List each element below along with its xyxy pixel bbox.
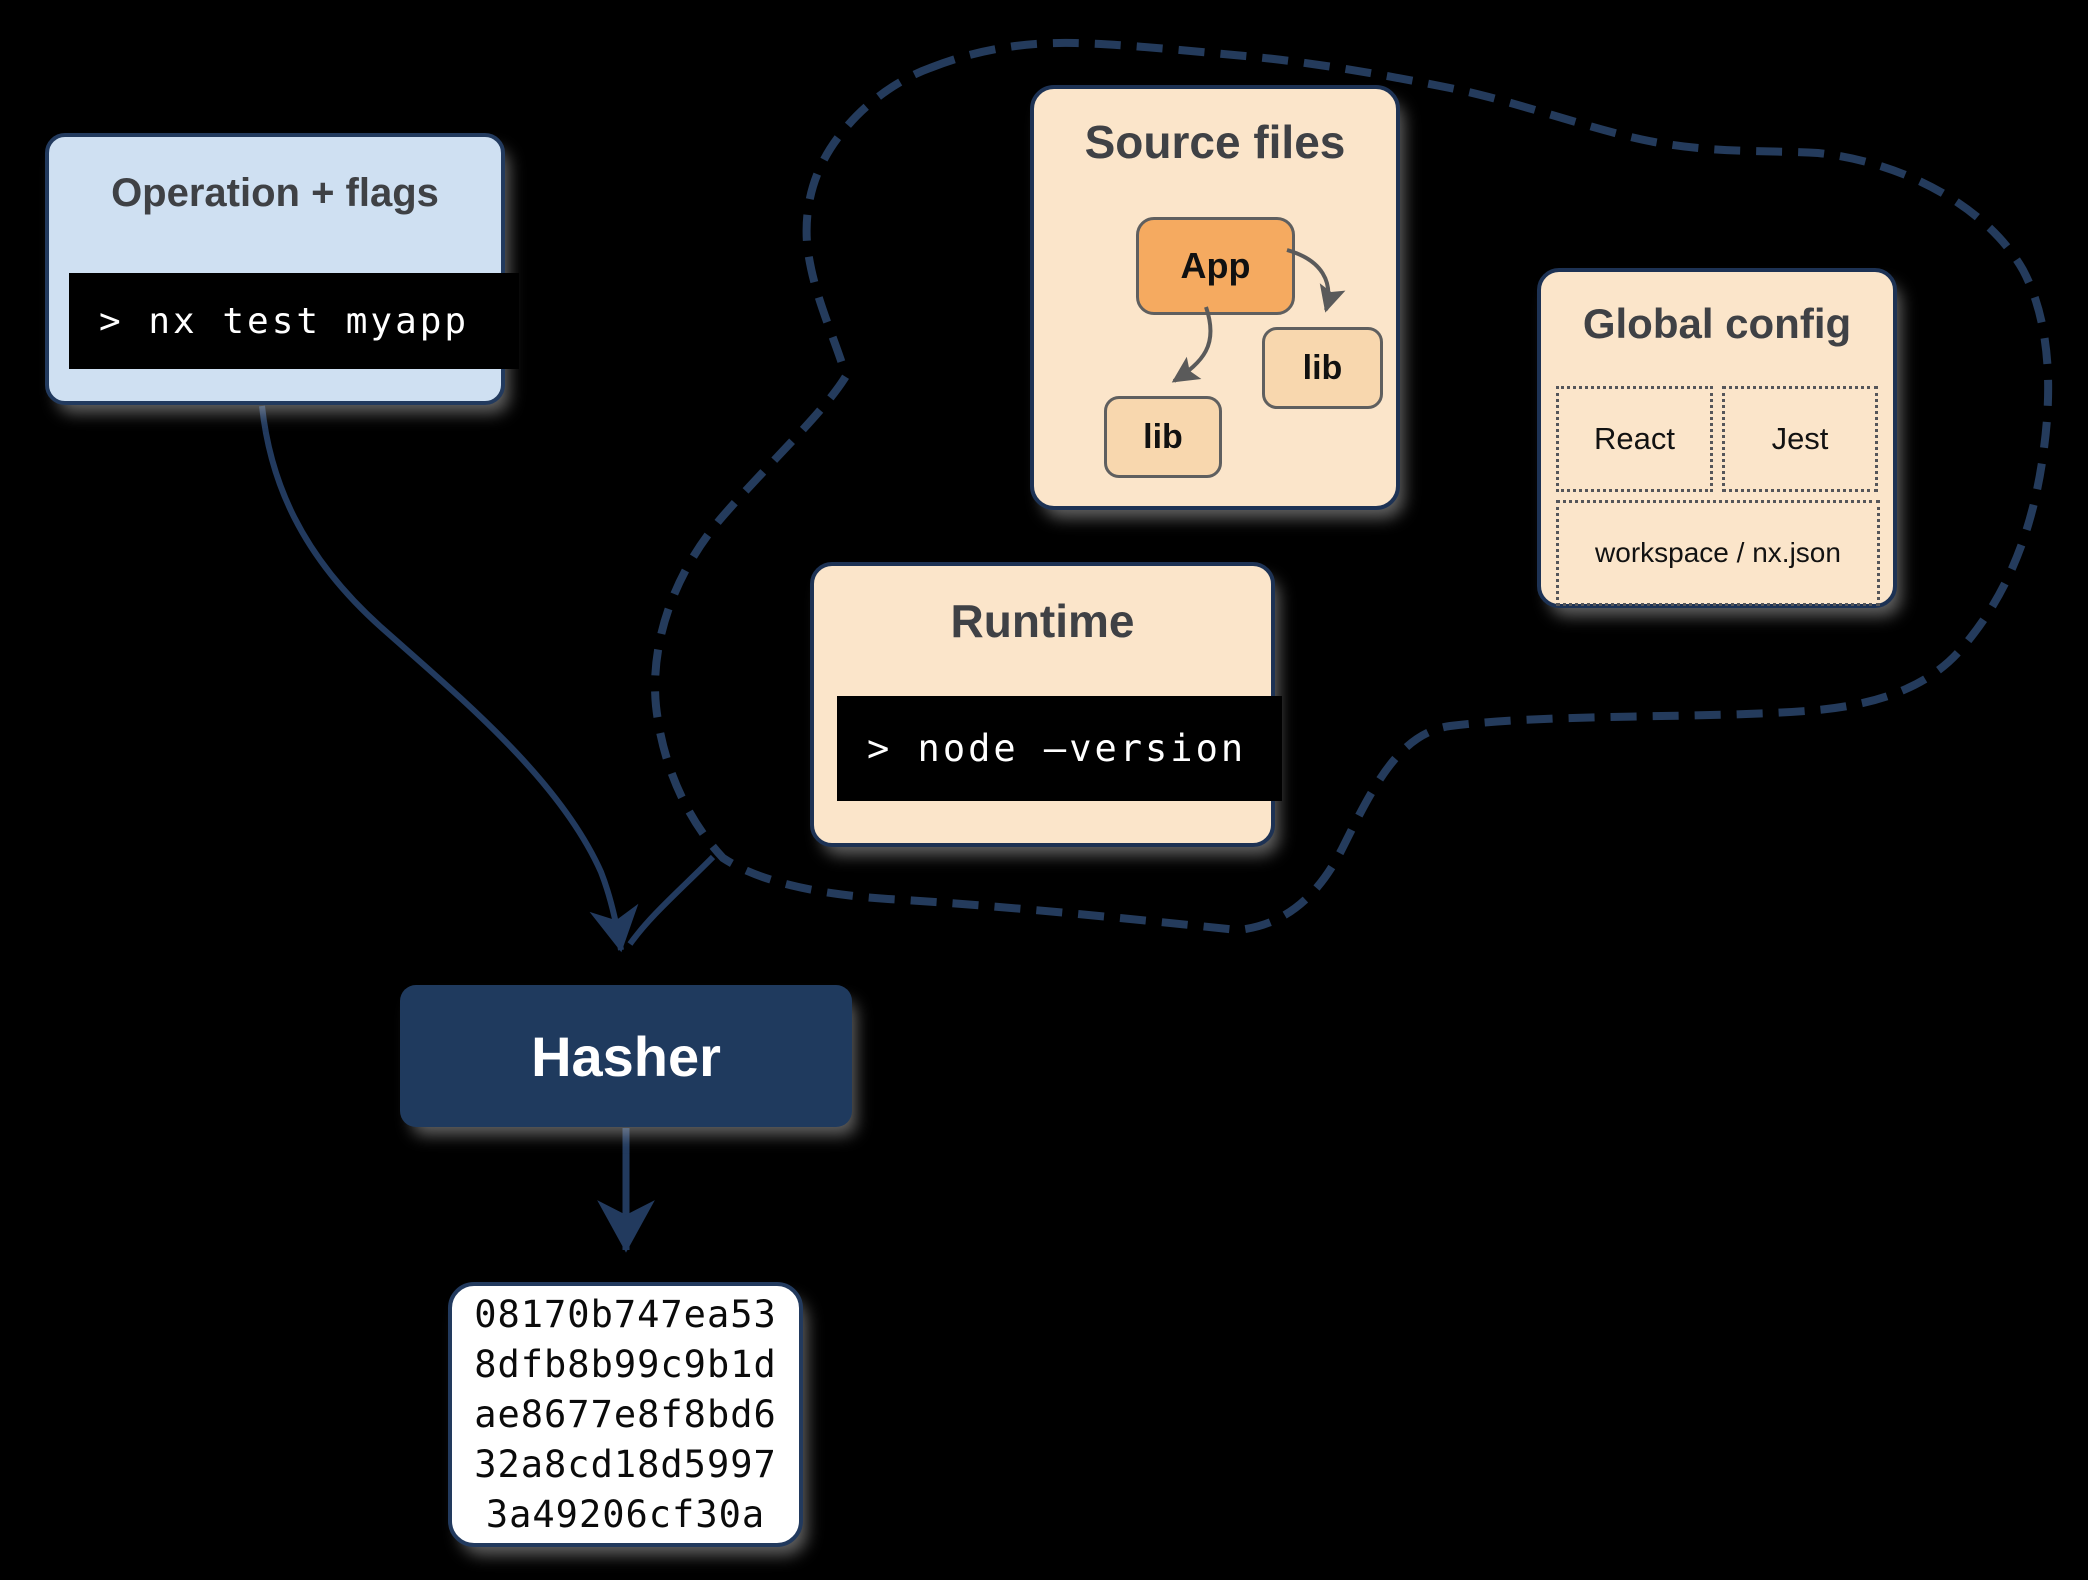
source-files-box: Source files App lib lib: [1030, 85, 1400, 510]
lib-node-left: lib: [1104, 396, 1222, 478]
source-files-title: Source files: [1084, 116, 1346, 168]
runtime-title: Runtime: [950, 595, 1135, 647]
lib-node-right: lib: [1262, 327, 1383, 409]
hash-line: ae8677e8f8bd6: [474, 1392, 777, 1436]
config-item-jest: Jest: [1722, 386, 1878, 492]
global-config-box: Global config React Jest workspace / nx.…: [1537, 268, 1897, 608]
app-node: App: [1136, 217, 1295, 315]
operation-flags-title: Operation + flags: [111, 171, 439, 215]
operation-command-text: > nx test myapp: [99, 300, 470, 342]
config-item-react: React: [1556, 386, 1713, 492]
operation-flags-box: Operation + flags > nx test myapp: [45, 133, 519, 405]
operation-to-hasher-arrow: [259, 405, 639, 953]
dependency-cloud-outline: [651, 38, 2053, 935]
config-item-workspace: workspace / nx.json: [1556, 500, 1880, 606]
operation-terminal: > nx test myapp: [69, 273, 519, 369]
global-config-title: Global config: [1582, 300, 1852, 347]
hash-line: 08170b747ea53: [474, 1292, 777, 1336]
cloud-to-hasher-arrow: [627, 854, 716, 946]
runtime-terminal: > node –version: [837, 696, 1282, 801]
hash-line: 3a49206cf30a: [485, 1492, 766, 1536]
hash-line: 32a8cd18d5997: [474, 1442, 777, 1486]
hasher-label: Hasher: [531, 1024, 721, 1088]
runtime-box: Runtime > node –version: [810, 562, 1282, 847]
hasher-box: Hasher: [400, 985, 852, 1127]
hash-line: 8dfb8b99c9b1d: [474, 1342, 777, 1386]
hash-output-box: 08170b747ea53 8dfb8b99c9b1d ae8677e8f8bd…: [448, 1282, 803, 1547]
runtime-command-text: > node –version: [867, 727, 1247, 770]
